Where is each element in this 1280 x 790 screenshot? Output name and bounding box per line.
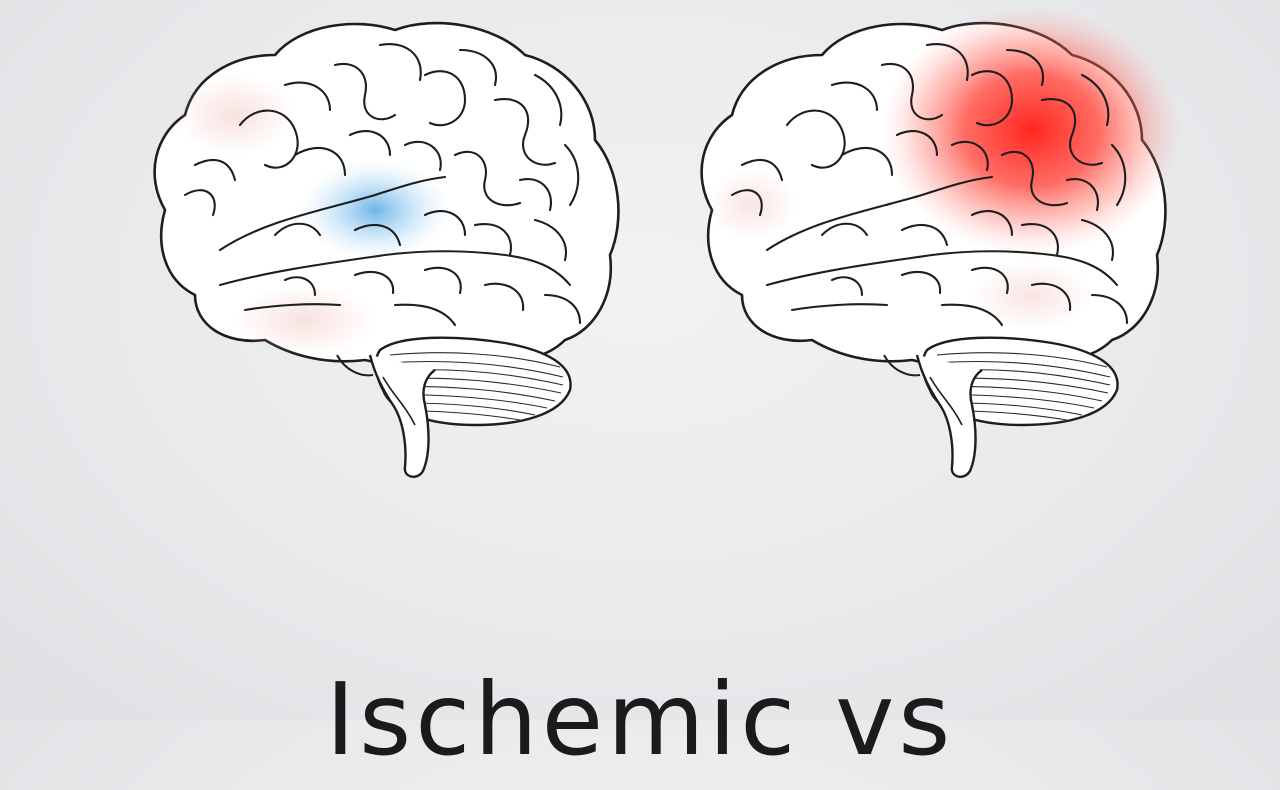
ischemic-brain-illustration: [125, 5, 635, 485]
hemorrhagic-brain-illustration: [672, 5, 1182, 485]
brain-icon: [153, 21, 620, 478]
caption-title: Ischemic vs: [325, 661, 955, 778]
brain-icon: [700, 5, 1182, 478]
